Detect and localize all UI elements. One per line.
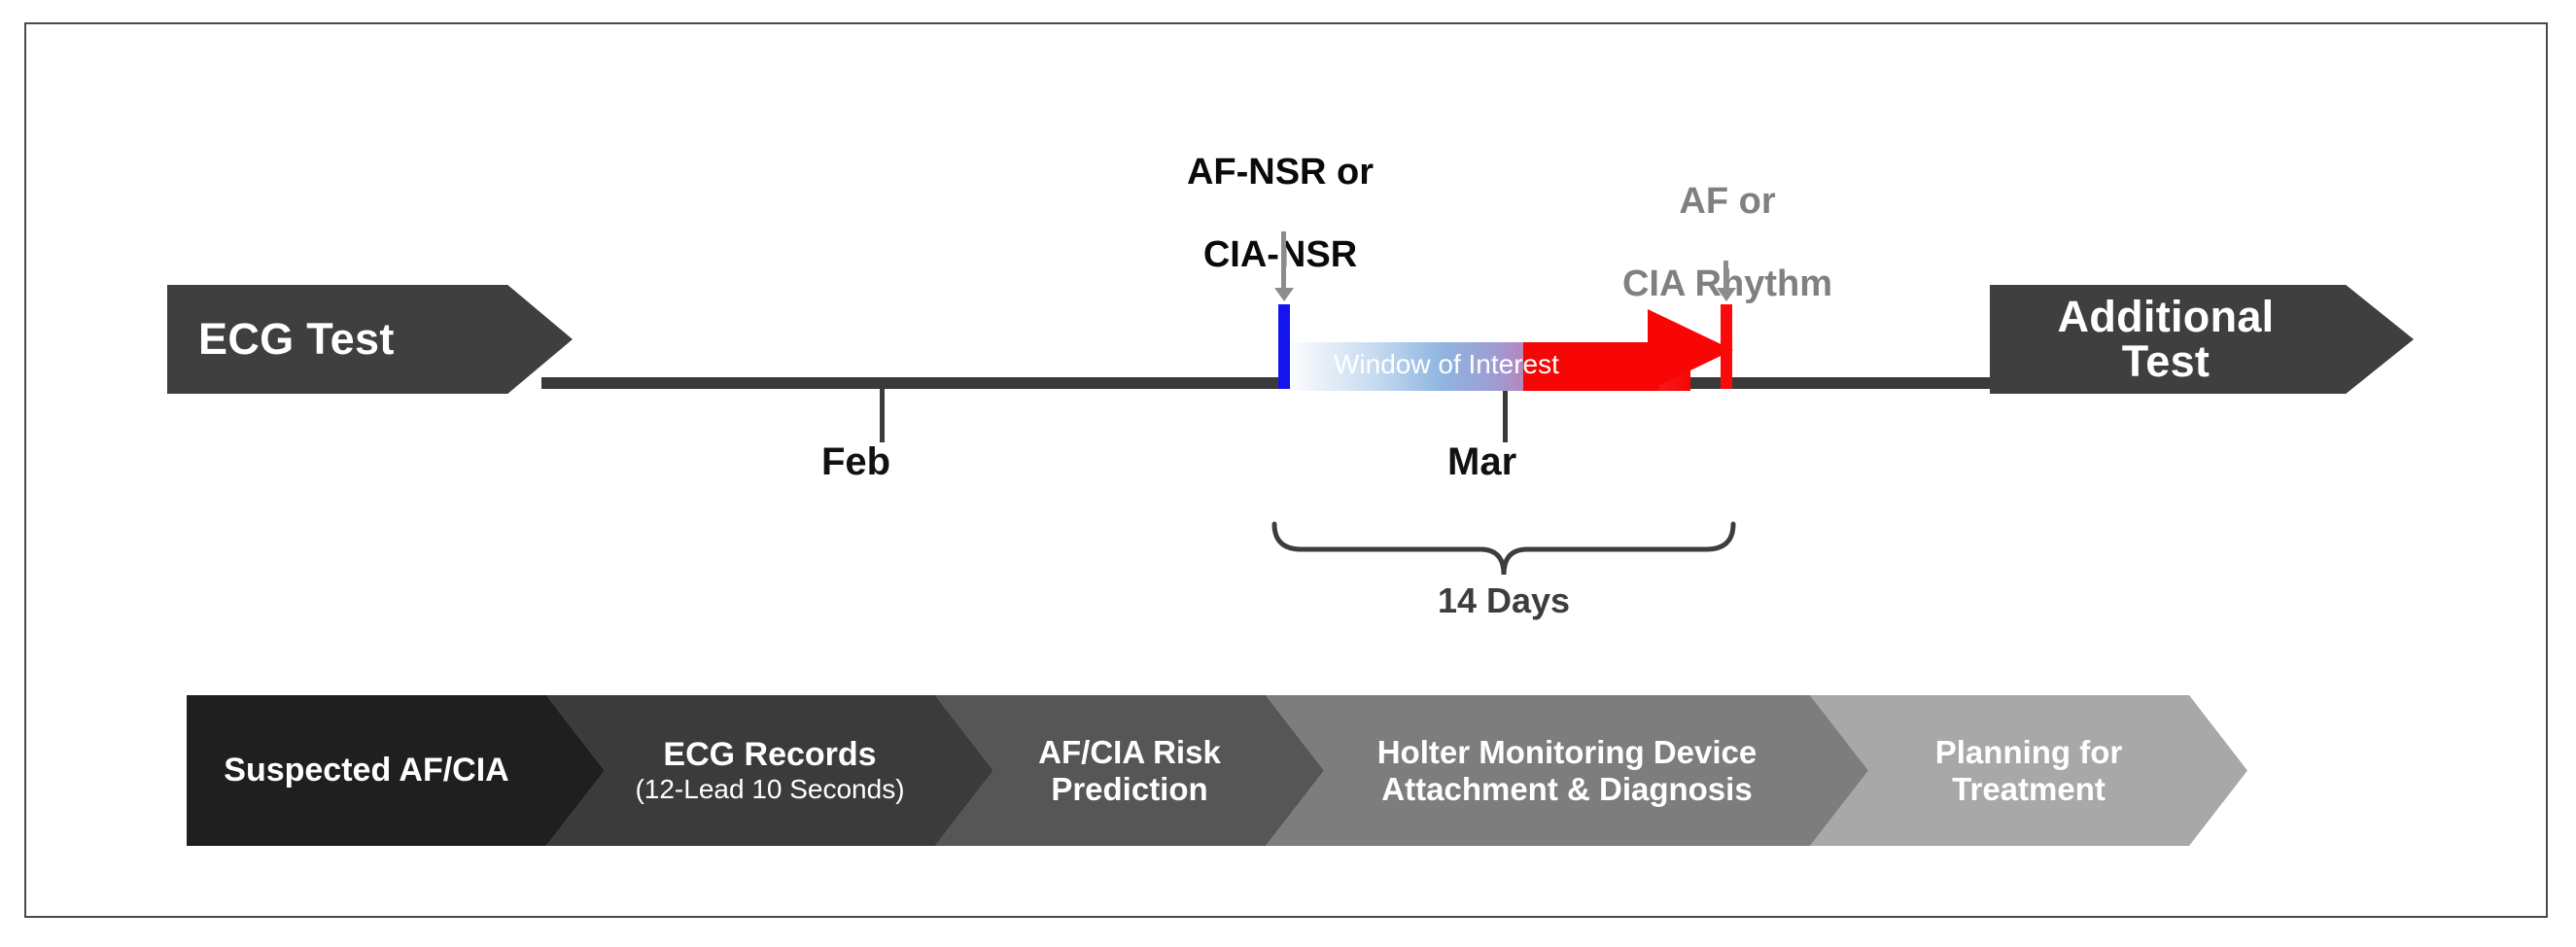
window-end-marker [1721, 304, 1732, 389]
additional-test-block[interactable]: Additional Test [1990, 285, 2414, 394]
month-tick-mar [1503, 389, 1508, 442]
month-label-feb: Feb [821, 440, 891, 483]
additional-test-line2: Test [2121, 336, 2210, 386]
process-step-subtitle: Treatment [1952, 770, 2106, 807]
month-tick-feb [880, 389, 885, 442]
duration-label: 14 Days [1437, 580, 1571, 620]
diagram-frame: ECG Test Additional Test Feb Mar Window … [24, 22, 2548, 918]
process-chevron-bar: Suspected AF/CIA ECG Records(12-Lead 10 S… [187, 695, 2422, 846]
process-step-2[interactable]: ECG Records(12-Lead 10 Seconds) [546, 695, 993, 846]
process-step-1[interactable]: Suspected AF/CIA [187, 695, 605, 846]
timeline-axis [541, 377, 1990, 389]
arrow-down-icon [1717, 288, 1736, 301]
ecg-test-label: ECG Test [198, 314, 395, 364]
process-step-subtitle: Attachment & Diagnosis [1381, 770, 1753, 807]
callout-rhythm-arrow-line [1723, 261, 1728, 290]
process-step-title: AF/CIA Risk [1038, 733, 1221, 770]
process-step-subtitle: Prediction [1051, 770, 1208, 807]
callout-nsr-line1: AF-NSR or [1186, 151, 1375, 193]
callout-af-rhythm-label: AF or CIA Rhythm [1552, 139, 1902, 304]
process-step-subtitle: (12-Lead 10 Seconds) [635, 773, 905, 804]
process-step-title: ECG Records [663, 735, 877, 773]
month-label-mar: Mar [1447, 440, 1517, 483]
additional-test-label: Additional Test [2025, 295, 2307, 384]
window-of-interest-label: Window of Interest [1334, 349, 1559, 379]
callout-nsr-line2: CIA-NSR [1202, 233, 1358, 275]
window-arrowhead-icon [1648, 309, 1733, 391]
callout-nsr-arrow-line [1281, 231, 1286, 290]
callout-af-nsr-label: AF-NSR or CIA-NSR [1096, 110, 1465, 275]
process-step-title: Holter Monitoring Device [1376, 733, 1758, 770]
process-step-title: Suspected AF/CIA [224, 751, 509, 789]
window-start-marker [1278, 304, 1290, 389]
callout-rhythm-line1: AF or [1679, 180, 1776, 222]
ecg-test-block[interactable]: ECG Test [167, 285, 573, 394]
arrow-down-icon [1274, 288, 1294, 301]
window-arrow-shaft [1523, 342, 1659, 391]
additional-test-line1: Additional [2057, 292, 2275, 342]
process-step-title: Planning for [1934, 733, 2123, 770]
duration-brace [1271, 521, 1736, 576]
